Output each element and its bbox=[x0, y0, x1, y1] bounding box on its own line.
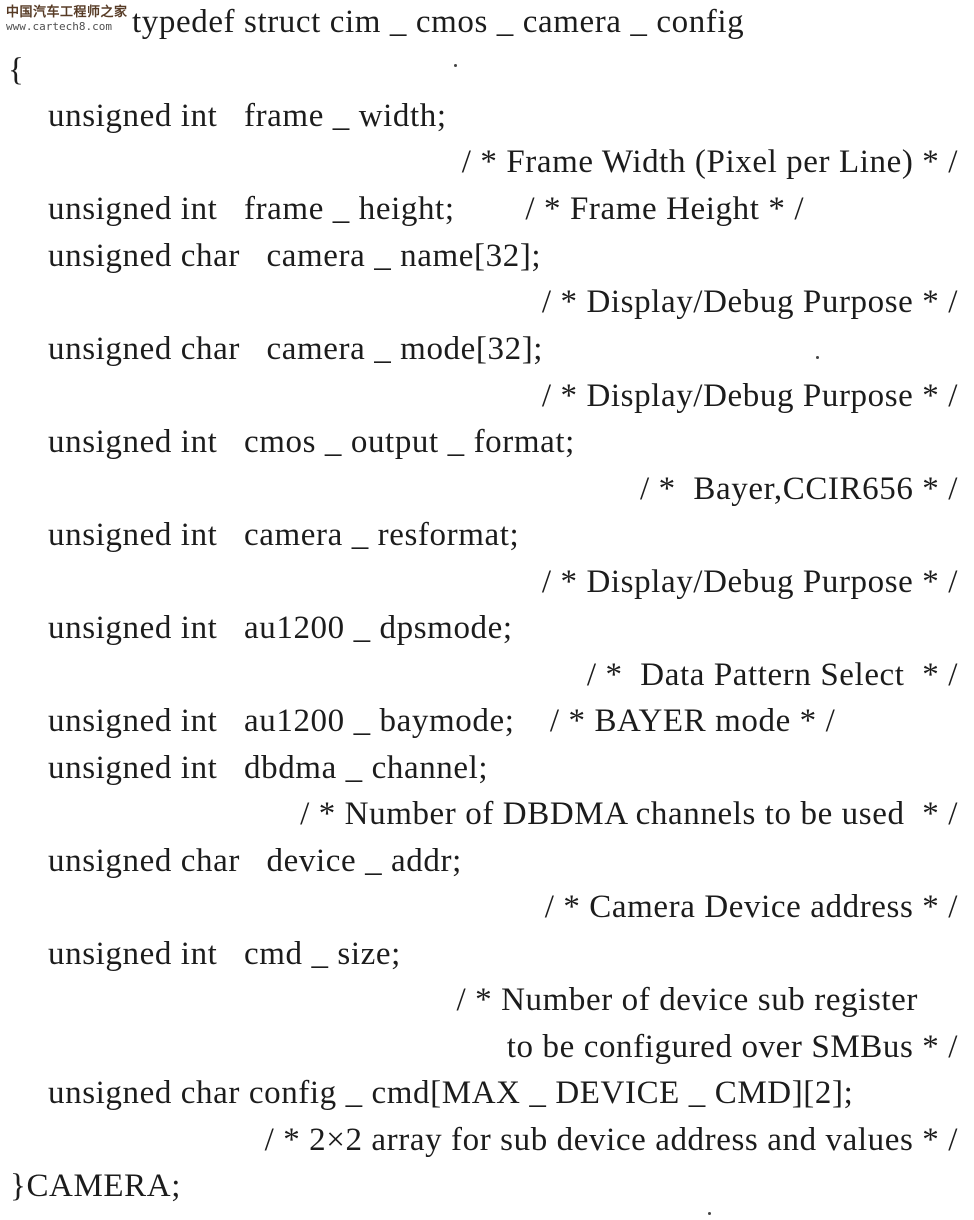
watermark: 中国汽车工程师之家 www.cartech8.com bbox=[6, 5, 128, 34]
code-line: unsigned int frame _ width; bbox=[48, 98, 447, 134]
code-comment: / * Bayer,CCIR656 * / bbox=[639, 471, 958, 507]
code-line: unsigned char config _ cmd[MAX _ DEVICE … bbox=[48, 1075, 854, 1111]
code-line: unsigned char camera _ mode[32]; bbox=[48, 331, 544, 367]
code-comment: / * 2×2 array for sub device address and… bbox=[264, 1122, 958, 1158]
code-line: unsigned int dbdma _ channel; bbox=[48, 750, 489, 786]
code-comment: / * Display/Debug Purpose * / bbox=[541, 378, 958, 414]
code-line: unsigned int cmd _ size; bbox=[48, 936, 401, 972]
code-comment: / * Number of DBDMA channels to be used … bbox=[300, 796, 958, 832]
code-comment: / * Data Pattern Select * / bbox=[586, 657, 958, 693]
struct-close: }CAMERA; bbox=[10, 1168, 181, 1204]
scan-speck bbox=[708, 1212, 711, 1215]
scan-speck bbox=[454, 64, 457, 67]
code-line: unsigned char camera _ name[32]; bbox=[48, 238, 542, 274]
code-comment: / * Display/Debug Purpose * / bbox=[541, 284, 958, 320]
code-line: unsigned int cmos _ output _ format; bbox=[48, 424, 575, 460]
code-line: unsigned int frame _ height; / * Frame H… bbox=[48, 191, 805, 227]
code-comment: / * Display/Debug Purpose * / bbox=[541, 564, 958, 600]
code-line: unsigned char device _ addr; bbox=[48, 843, 462, 879]
code-comment: / * Frame Width (Pixel per Line) * / bbox=[461, 144, 958, 180]
code-line: unsigned int au1200 _ baymode; / * BAYER… bbox=[48, 703, 836, 739]
scan-speck bbox=[816, 356, 819, 359]
watermark-url: www.cartech8.com bbox=[6, 19, 112, 33]
code-comment: / * Number of device sub register bbox=[456, 982, 918, 1018]
code-line: unsigned int au1200 _ dpsmode; bbox=[48, 610, 513, 646]
open-brace: { bbox=[8, 52, 25, 88]
watermark-title: 中国汽车工程师之家 bbox=[6, 5, 128, 20]
struct-header: typedef struct cim _ cmos _ camera _ con… bbox=[132, 4, 745, 40]
code-line: unsigned int camera _ resformat; bbox=[48, 517, 520, 553]
code-comment: to be configured over SMBus * / bbox=[506, 1029, 958, 1065]
code-comment: / * Camera Device address * / bbox=[544, 889, 958, 925]
